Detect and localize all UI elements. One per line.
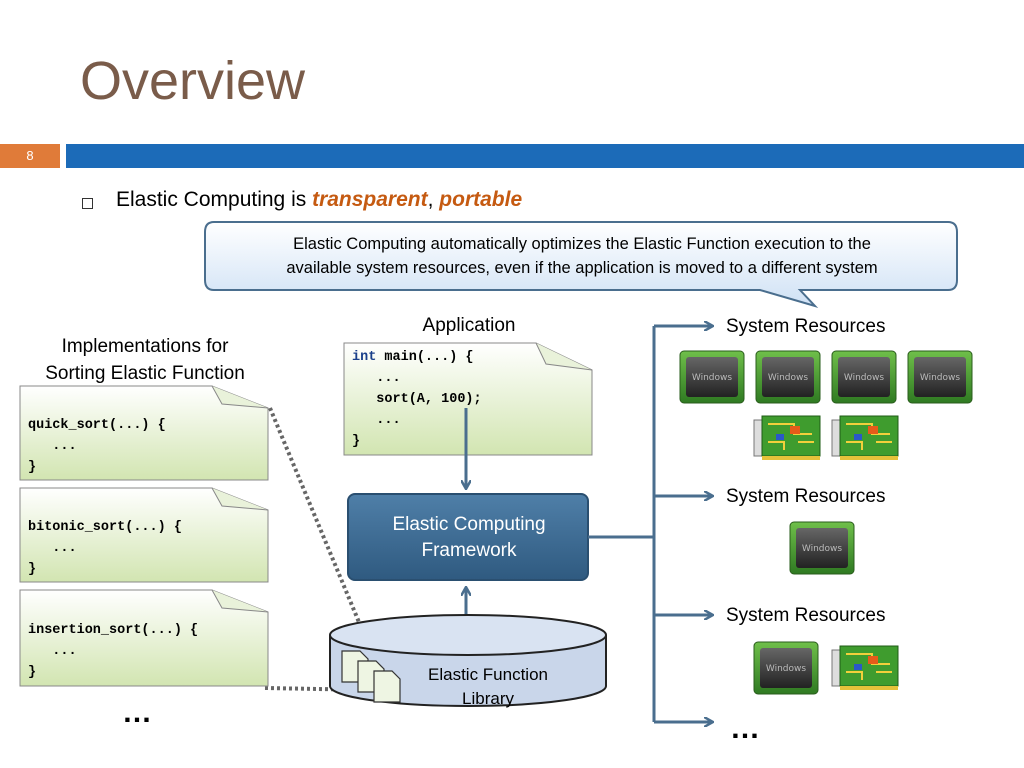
code-line: ... [28,439,77,454]
bullet-keyword-transparent: transparent [312,188,428,211]
note-quick-sort [19,385,269,481]
cpu-chip-label: Windows [844,373,884,383]
framework-label: Elastic Computing Framework [352,512,586,564]
bullet-text: Elastic Computing is transparent, portab… [116,188,522,212]
application-label: Application [422,315,516,336]
cpu-chip-label: Windows [766,664,806,674]
cpu-chip-label: Windows [692,373,732,383]
code-bitonic-sort: bitonic_sort(...) { ...} [28,517,182,580]
cpu-chip-icon: Windows [679,350,745,404]
library-document-icons [341,650,401,703]
bullet-prefix: Elastic Computing is [116,188,313,211]
code-line: int main(...) { [352,347,482,368]
bullet-keyword-portable: portable [439,188,523,211]
code-line: insertion_sort(...) { [28,623,199,638]
code-line: ... [352,413,401,428]
library-label-line-1: Elastic Function [428,665,548,684]
code-line: ... [352,371,401,386]
framework-label-line-1: Elastic Computing [392,514,546,535]
cpu-chip-label: Windows [802,544,842,554]
note-insertion-sort [19,589,269,687]
circuit-board-icon [831,645,899,690]
cpu-chip-icon: Windows [831,350,897,404]
implementations-ellipsis: … [122,696,154,729]
implementations-heading-line-1: Implementations for [61,336,229,357]
framework-label-line-2: Framework [421,540,517,561]
code-line: } [28,665,37,680]
system-resources-label-2: System Resources [726,486,886,507]
circuit-board-icon [753,415,821,460]
note-application [343,342,593,456]
bullet-separator: , [427,188,434,211]
system-resources-label-1: System Resources [726,316,886,337]
code-text: main(...) { [376,350,474,365]
callout-line-2: available system resources, even if the … [286,259,878,277]
library-label-line-2: Library [462,689,514,708]
library-label: Elastic Function Library [408,663,568,711]
cpu-chip-label: Windows [920,373,960,383]
code-line: quick_sort(...) { [28,418,166,433]
code-line: ... [28,644,77,659]
cpu-chip-icon: Windows [753,641,819,695]
implementations-heading: Implementations for Sorting Elastic Func… [14,333,276,387]
circuit-board-icon [831,415,899,460]
system-resources-ellipsis: … [730,712,762,745]
callout-line-1: Elastic Computing automatically optimize… [293,235,871,253]
code-application: int main(...) { ... sort(A, 100); ...} [352,347,482,452]
code-quick-sort: quick_sort(...) { ...} [28,415,166,478]
callout-text: Elastic Computing automatically optimize… [214,232,950,280]
system-resources-label-3: System Resources [726,605,886,626]
code-line: } [28,460,37,475]
cpu-chip-icon: Windows [789,521,855,575]
code-keyword: int [352,350,377,365]
code-line: sort(A, 100); [352,392,482,407]
code-line: } [352,434,361,449]
cpu-chip-icon: Windows [755,350,821,404]
title-divider-bar [66,144,1024,168]
code-insertion-sort: insertion_sort(...) { ...} [28,620,198,683]
cpu-chip-icon: Windows [907,350,973,404]
code-line: ... [28,541,77,556]
code-line: } [28,562,37,577]
note-bitonic-sort [19,487,269,583]
slide-number: 8 [0,144,60,168]
resource-bracket-arrows [588,326,712,722]
implementations-heading-line-2: Sorting Elastic Function [45,363,245,384]
code-line: bitonic_sort(...) { [28,520,182,535]
cpu-chip-label: Windows [768,373,808,383]
page-title: Overview [80,51,306,111]
callout-bubble [204,221,958,308]
bullet-square-icon [82,198,93,209]
